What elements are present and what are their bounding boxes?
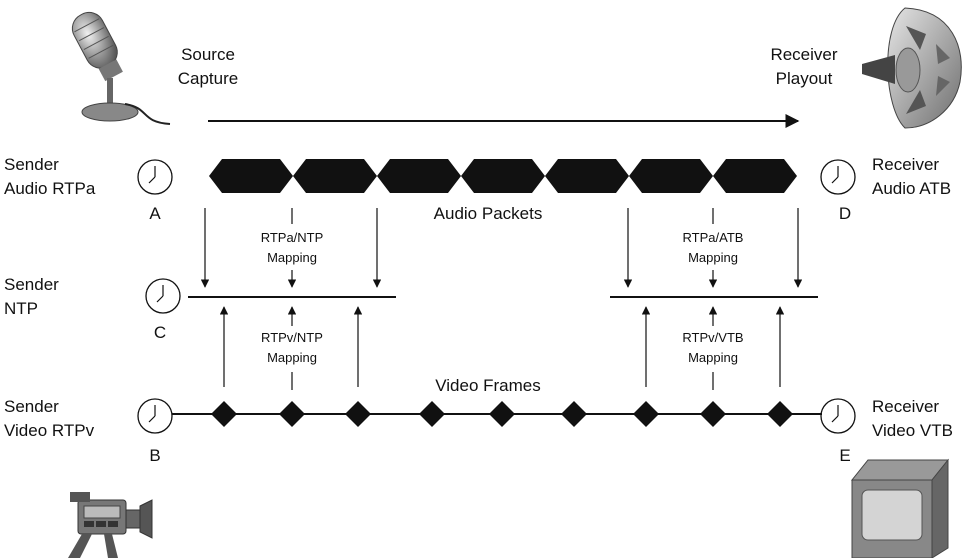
receiver-audio-label-2: Audio ATB <box>872 179 951 198</box>
source-capture-label-2: Capture <box>178 69 238 88</box>
audio-packets-row <box>209 159 797 193</box>
clock-icon <box>820 398 856 434</box>
sender-audio-clock <box>137 159 173 195</box>
right-audio-mapping-arrows <box>623 208 803 288</box>
sender-audio-label-2: Audio RTPa <box>4 179 96 198</box>
rtpa-ntp-mapping-label-1: RTPa/NTP <box>261 230 324 245</box>
source-capture-label-1: Source <box>181 45 235 64</box>
clock-letter-c: C <box>154 323 166 342</box>
video-frame <box>700 401 726 427</box>
receiver-video-clock <box>820 398 856 434</box>
receiver-playout-label-1: Receiver <box>770 45 837 64</box>
video-frames-label: Video Frames <box>435 376 541 395</box>
clock-letter-e: E <box>839 446 850 465</box>
microphone-icon <box>71 11 171 125</box>
video-frame <box>211 401 237 427</box>
television-icon <box>850 458 950 558</box>
sender-ntp-label-2: NTP <box>4 299 38 318</box>
audio-packet <box>209 159 293 193</box>
receiver-audio-label-1: Receiver <box>872 155 939 174</box>
sender-video-label-1: Sender <box>4 397 59 416</box>
video-frame <box>419 401 445 427</box>
audio-packets-label: Audio Packets <box>434 204 543 223</box>
audio-packet <box>545 159 629 193</box>
right-video-mapping-arrows <box>641 306 785 390</box>
left-audio-mapping-arrows <box>200 208 382 288</box>
receiver-audio-clock <box>820 159 856 195</box>
rtpa-ntp-mapping-label-2: Mapping <box>267 250 317 265</box>
clock-icon <box>137 159 173 195</box>
clock-letter-b: B <box>149 446 160 465</box>
audio-packet <box>713 159 797 193</box>
rtpv-ntp-mapping-label-2: Mapping <box>267 350 317 365</box>
video-camera-icon <box>68 492 153 558</box>
audio-packet <box>293 159 377 193</box>
sender-ntp-label-1: Sender <box>4 275 59 294</box>
sender-video-label-2: Video RTPv <box>4 421 95 440</box>
rtpa-atb-mapping-label-2: Mapping <box>688 250 738 265</box>
receiver-video-label-1: Receiver <box>872 397 939 416</box>
rtpv-ntp-mapping-label-1: RTPv/NTP <box>261 330 323 345</box>
video-frame <box>633 401 659 427</box>
sender-ntp-clock <box>145 278 181 314</box>
video-frame <box>489 401 515 427</box>
video-frame <box>279 401 305 427</box>
rtpv-vtb-mapping-label-2: Mapping <box>688 350 738 365</box>
video-frame <box>345 401 371 427</box>
video-frame <box>561 401 587 427</box>
speaker-icon <box>862 7 962 129</box>
video-frames-row <box>211 401 793 427</box>
clock-letter-a: A <box>149 204 161 223</box>
receiver-playout-label-2: Playout <box>776 69 833 88</box>
clock-icon <box>137 398 173 434</box>
audio-packet <box>377 159 461 193</box>
clock-icon <box>820 159 856 195</box>
sender-audio-label-1: Sender <box>4 155 59 174</box>
receiver-video-label-2: Video VTB <box>872 421 953 440</box>
rtpa-atb-mapping-label-1: RTPa/ATB <box>683 230 744 245</box>
left-video-mapping-arrows <box>219 306 363 390</box>
video-frame <box>767 401 793 427</box>
clock-icon <box>145 278 181 314</box>
sender-video-clock <box>137 398 173 434</box>
clock-letter-d: D <box>839 204 851 223</box>
audio-packet <box>461 159 545 193</box>
audio-packet <box>629 159 713 193</box>
rtpv-vtb-mapping-label-1: RTPv/VTB <box>682 330 743 345</box>
